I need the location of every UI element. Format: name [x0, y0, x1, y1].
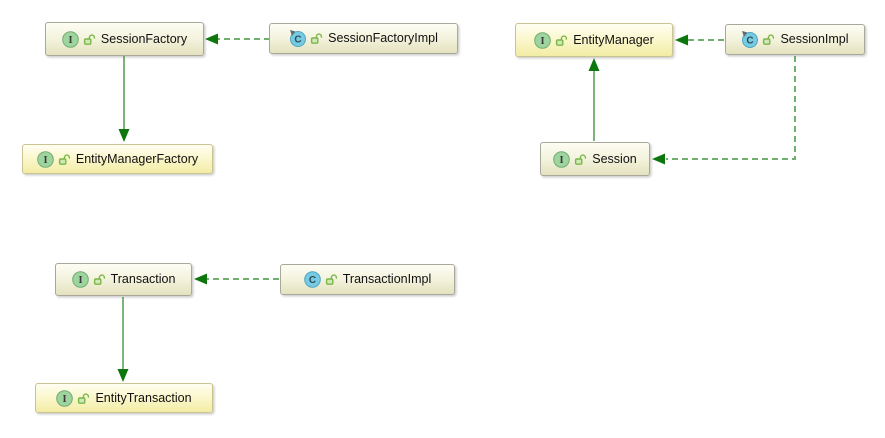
edge-transactionimpl-to-transaction: [194, 273, 279, 285]
svg-text:C: C: [294, 35, 301, 46]
open-lock-icon: [575, 153, 587, 165]
node-label: EntityManager: [573, 32, 654, 47]
node-transactionimpl[interactable]: C TransactionImpl: [280, 264, 455, 295]
node-label: SessionFactory: [100, 31, 188, 46]
edge-session-to-entitymanager: [588, 58, 600, 141]
svg-text:I: I: [560, 155, 564, 166]
node-entitytransaction[interactable]: I EntityTransaction: [35, 383, 213, 413]
open-lock-icon: [325, 274, 337, 285]
open-lock-icon: [58, 153, 70, 165]
node-label: Transaction: [110, 272, 176, 287]
class-icon: C: [303, 271, 321, 288]
final-marker-icon: [290, 30, 296, 36]
open-lock-icon: [93, 274, 105, 285]
node-label: EntityTransaction: [95, 390, 192, 405]
node-label: Session: [592, 151, 637, 166]
node-label: TransactionImpl: [342, 272, 432, 287]
node-label: EntityManagerFactory: [75, 151, 199, 166]
edge-sessionfactory-to-entitymanagerfactory: [118, 56, 130, 142]
svg-text:I: I: [541, 36, 545, 47]
svg-text:I: I: [43, 155, 47, 166]
node-label: SessionImpl: [780, 32, 849, 47]
interface-icon: I: [534, 31, 551, 49]
class-icon: C: [290, 30, 307, 47]
node-entitymanagerfactory[interactable]: I EntityManagerFactory: [22, 144, 213, 174]
open-lock-icon: [763, 34, 775, 45]
svg-text:C: C: [309, 275, 316, 286]
edge-sessionimpl-to-entitymanager: [675, 34, 724, 46]
interface-icon: I: [553, 150, 571, 168]
svg-text:I: I: [63, 394, 67, 405]
edge-sessionfactoryimpl-to-sessionfactory: [205, 33, 270, 45]
node-sessionfactoryimpl[interactable]: C SessionFactoryImpl: [269, 23, 458, 54]
edge-sessionimpl-to-session: [652, 56, 796, 165]
class-icon: C: [742, 31, 759, 48]
interface-icon: I: [56, 389, 74, 407]
svg-text:I: I: [78, 275, 82, 286]
open-lock-icon: [556, 34, 568, 46]
node-sessionfactory[interactable]: I SessionFactory: [45, 22, 204, 56]
open-lock-icon: [311, 33, 323, 44]
open-lock-icon: [83, 33, 96, 45]
node-sessionimpl[interactable]: C SessionImpl: [725, 24, 865, 55]
open-lock-icon: [78, 392, 90, 404]
final-marker-icon: [742, 31, 748, 37]
svg-text:I: I: [68, 35, 72, 46]
node-label: SessionFactoryImpl: [328, 31, 438, 46]
svg-text:C: C: [747, 36, 754, 47]
interface-icon: I: [37, 150, 54, 168]
interface-icon: I: [62, 30, 79, 48]
interface-icon: I: [71, 271, 89, 288]
node-session[interactable]: I Session: [540, 142, 650, 176]
node-entitymanager[interactable]: I EntityManager: [515, 23, 673, 57]
node-transaction[interactable]: I Transaction: [55, 263, 192, 296]
edge-transaction-to-entitytransaction: [117, 297, 129, 382]
